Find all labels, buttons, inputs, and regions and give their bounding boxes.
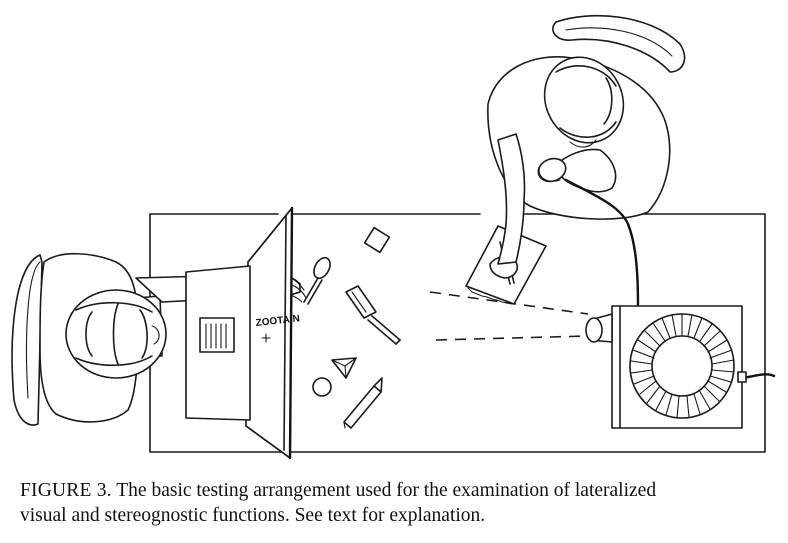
ball-object — [312, 377, 332, 397]
spoon-object — [303, 256, 331, 305]
pencil-object — [343, 377, 383, 429]
carousel-slots — [630, 313, 735, 419]
figure-caption: FIGURE 3. The basic testing arrangement … — [20, 478, 780, 528]
pyramid-object — [331, 357, 357, 379]
figure-caption-label: FIGURE 3. — [20, 480, 112, 501]
figure-caption-line-1: The basic testing arrangement used for t… — [111, 480, 657, 501]
device-cable — [564, 178, 640, 308]
screen-stimulus-word: ZOOTAIN — [255, 313, 300, 329]
table-objects — [303, 226, 401, 429]
screwdriver-object — [345, 285, 401, 345]
testing-table — [149, 213, 766, 453]
square-block-object — [363, 226, 391, 254]
figure-caption-line-2: visual and stereognostic functions. See … — [20, 505, 486, 526]
testing-arrangement-illustration: ZOOTAIN — [11, 14, 776, 460]
examiner-person — [487, 14, 686, 265]
slide-projector — [585, 305, 776, 429]
partition-screen: ZOOTAIN — [185, 206, 300, 460]
